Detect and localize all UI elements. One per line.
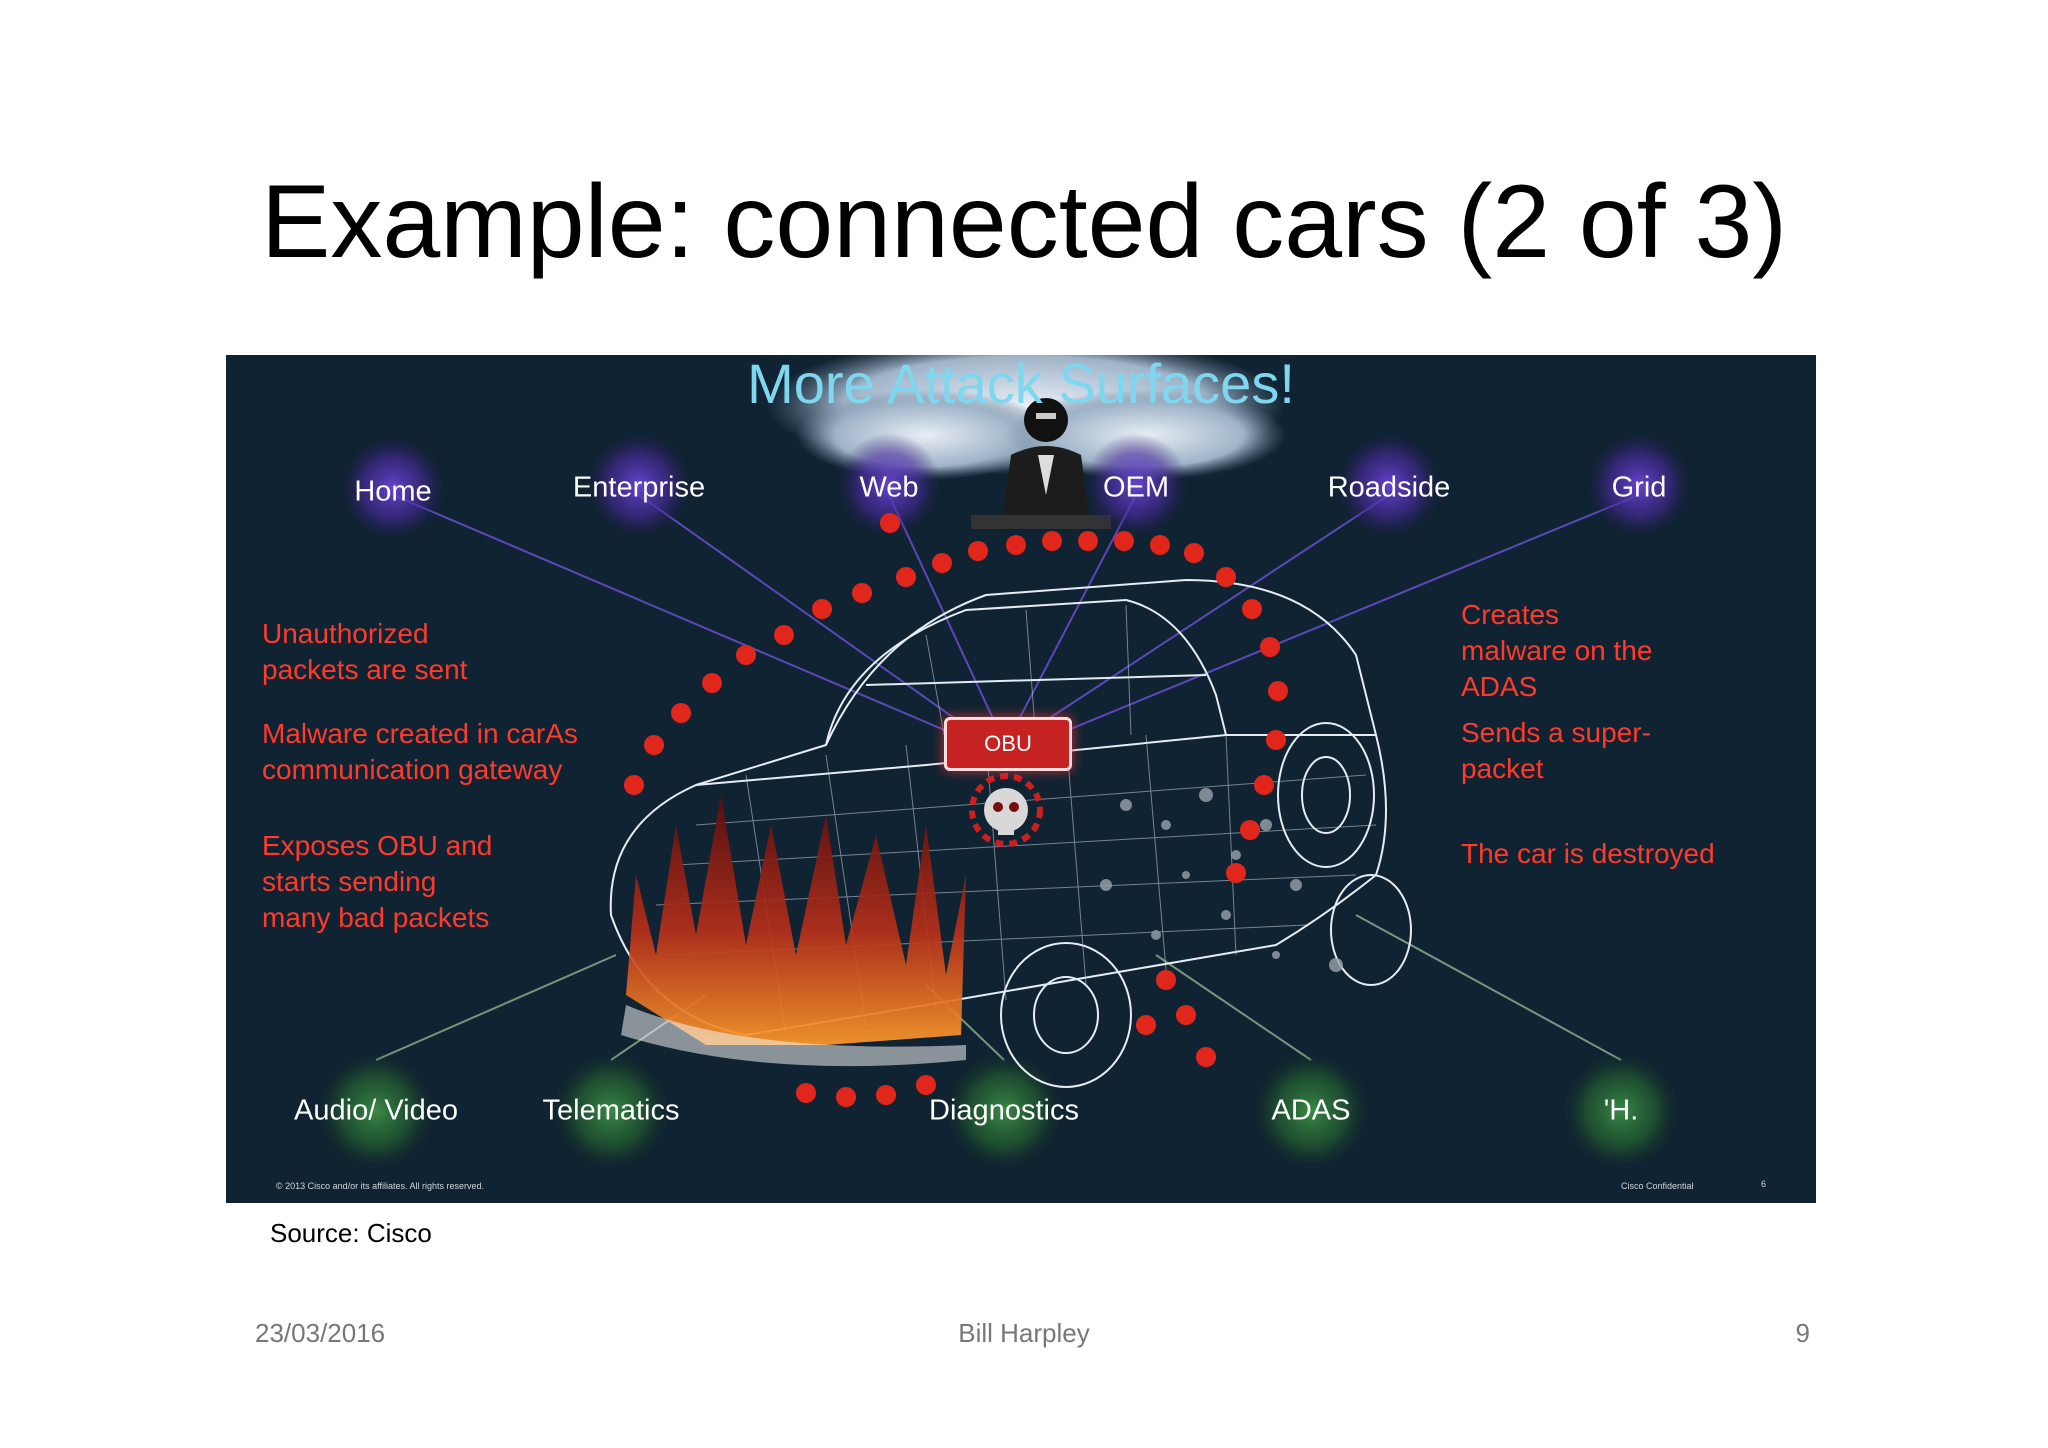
fire-effect	[621, 795, 966, 1067]
node-web: Web	[859, 471, 919, 504]
node-grid: Grid	[1611, 471, 1667, 504]
node-home: Home	[354, 475, 432, 508]
figure-confidential: Cisco Confidential	[1621, 1181, 1694, 1191]
figure-copyright: © 2013 Cisco and/or its affiliates. All …	[276, 1181, 485, 1191]
footer-author: Bill Harpley	[958, 1318, 1090, 1348]
top-node-glows	[341, 433, 1691, 540]
skull-icon	[969, 773, 1043, 847]
hacker-figure	[971, 398, 1111, 530]
footer-page-number: 9	[1795, 1318, 1810, 1348]
obu-box: OBU	[944, 717, 1072, 771]
note-creates-malware: Creates malware on the ADAS	[1461, 599, 1653, 702]
node-h: 'H.	[1603, 1094, 1639, 1127]
connection-lines	[392, 494, 1640, 736]
attack-surfaces-figure: More Attack Surfaces! Home Enterprise We…	[226, 355, 1816, 1203]
note-exposes-obu: Exposes OBU and starts sending many bad …	[262, 830, 493, 933]
footer-date: 23/03/2016	[255, 1318, 386, 1348]
debris-particles	[1100, 788, 1343, 972]
node-telematics: Telematics	[542, 1094, 680, 1127]
node-oem: OEM	[1102, 471, 1170, 504]
figure-artwork	[318, 355, 1691, 1169]
note-car-destroyed: The car is destroyed	[1461, 838, 1715, 869]
figure-inner-page-number: 6	[1761, 1179, 1767, 1189]
figure-heading: More Attack Surfaces!	[747, 355, 1295, 415]
slide-title: Example: connected cars (2 of 3)	[260, 164, 1788, 280]
note-super-packet: Sends a super- packet	[1461, 717, 1651, 784]
note-malware-gateway: Malware created in carAs communication g…	[262, 718, 578, 785]
node-audio-video: Audio/ Video	[294, 1094, 458, 1127]
node-adas: ADAS	[1271, 1094, 1351, 1127]
bottom-node-glows	[318, 1053, 1679, 1169]
node-enterprise: Enterprise	[572, 471, 706, 504]
source-caption: Source: Cisco	[270, 1218, 432, 1248]
note-unauthorized-packets: Unauthorized packets are sent	[262, 618, 468, 685]
wireframe-car	[609, 578, 1412, 1088]
packet-dots-arc	[624, 513, 1288, 1107]
node-roadside: Roadside	[1327, 471, 1451, 504]
bottom-connection-lines	[375, 914, 1622, 1061]
node-diagnostics: Diagnostics	[929, 1094, 1079, 1127]
